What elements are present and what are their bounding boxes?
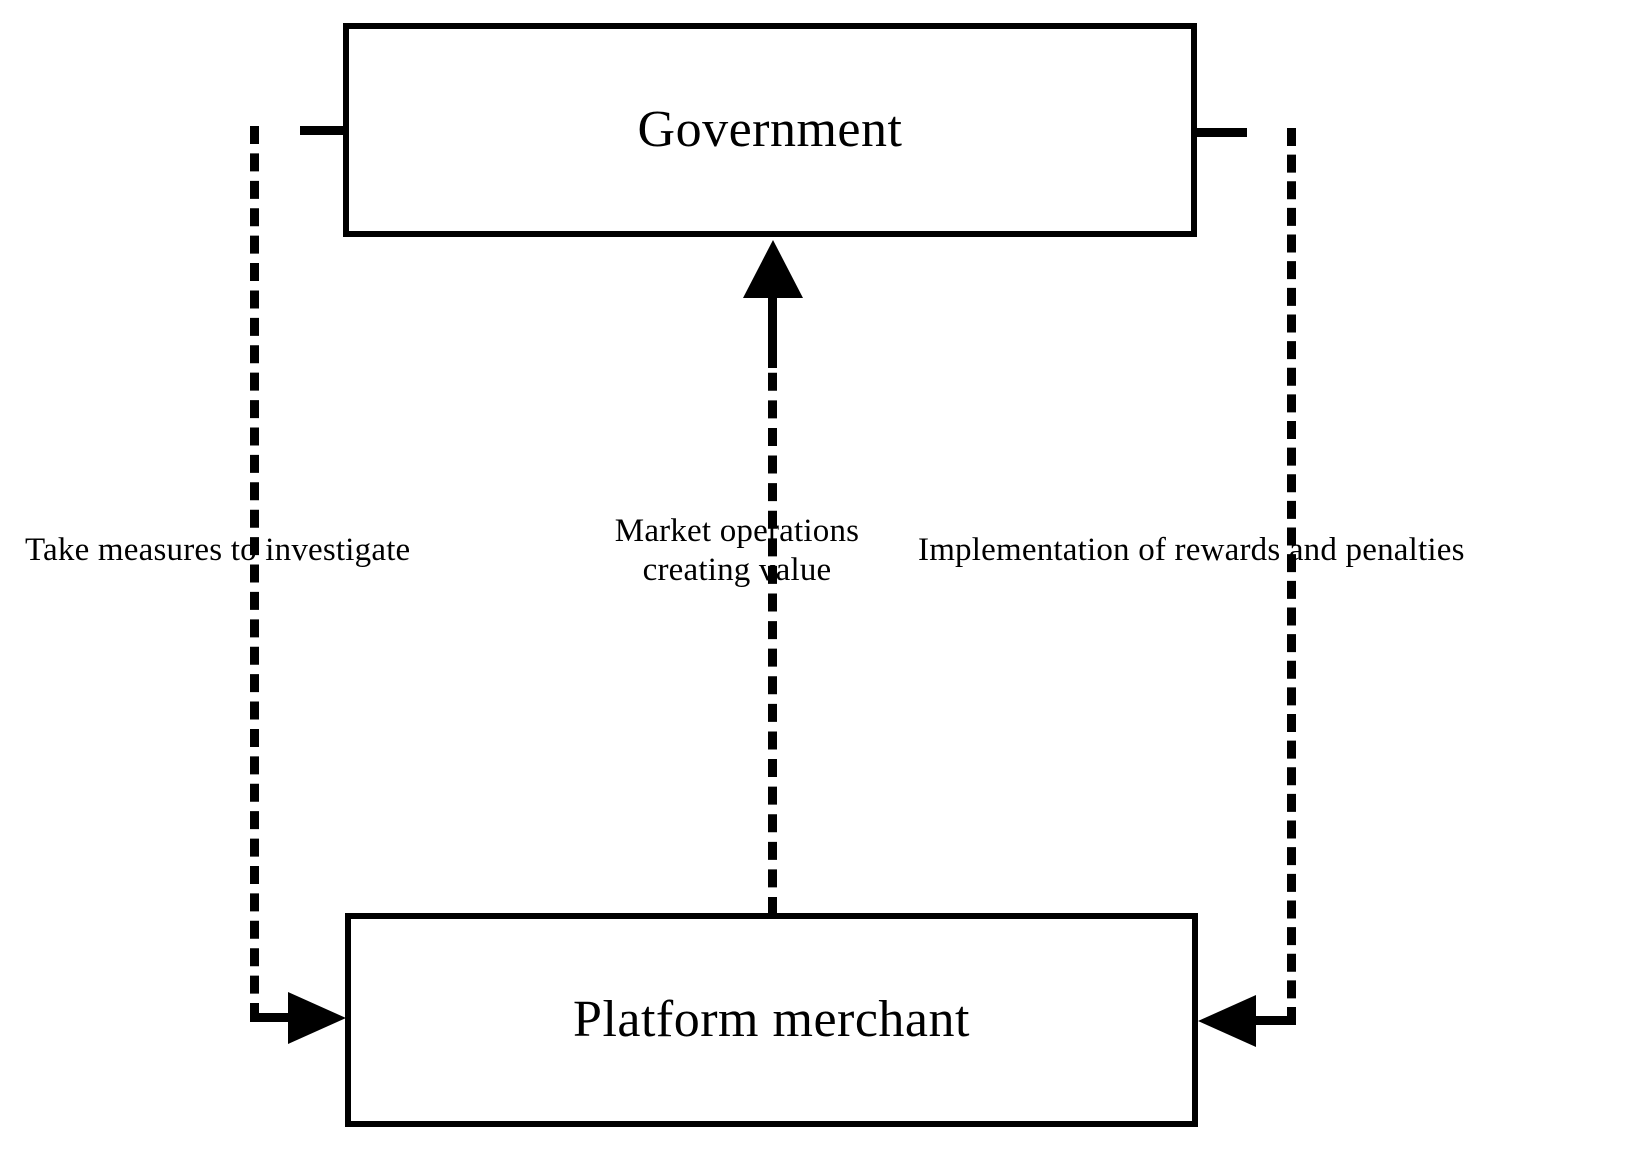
edge-implementation-vertical-dashed-line (1287, 128, 1296, 1025)
arrowhead-right-icon (288, 992, 346, 1044)
node-government[interactable]: Government (343, 23, 1197, 237)
node-platform-merchant[interactable]: Platform merchant (345, 913, 1198, 1127)
edge-implementation-top-stub (1197, 128, 1247, 137)
edge-market-operations-vertical-dashed-line (768, 290, 777, 915)
edge-take-measures-bottom-stub (250, 1013, 302, 1022)
edge-market-operations-shaft (768, 290, 777, 368)
edge-take-measures-vertical-dashed-line (250, 126, 259, 1021)
edge-label-implementation-rewards-penalties: Implementation of rewards and penalties (918, 532, 1465, 568)
edge-label-take-measures: Take measures to investigate (25, 532, 411, 568)
edge-implementation-bottom-stub (1244, 1016, 1296, 1025)
node-government-label: Government (637, 101, 903, 158)
arrowhead-left-icon (1198, 995, 1256, 1047)
arrowhead-up-icon (743, 240, 803, 298)
node-platform-merchant-label: Platform merchant (573, 991, 970, 1048)
edge-label-market-operations: Market operations creating value (614, 513, 860, 588)
edge-take-measures-top-stub (300, 126, 345, 135)
